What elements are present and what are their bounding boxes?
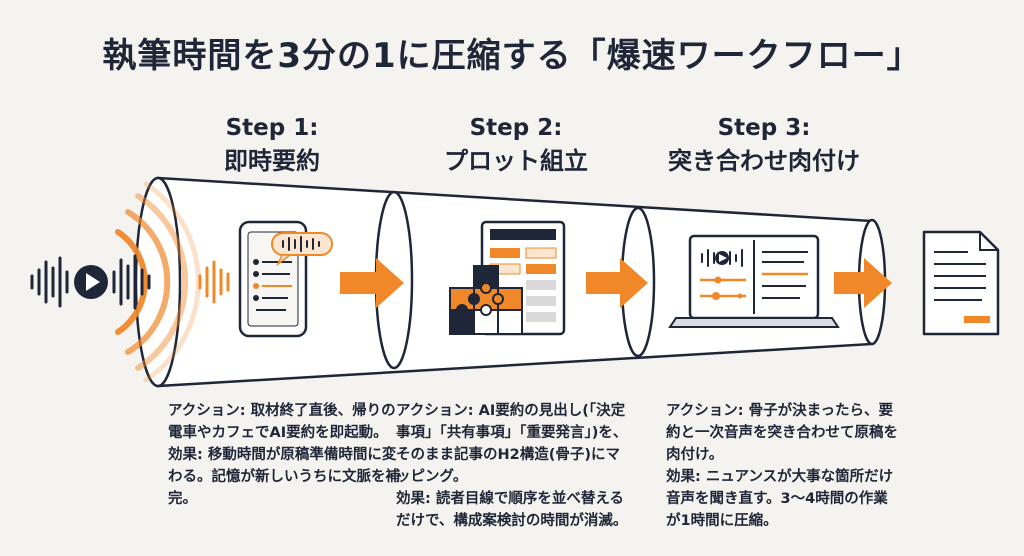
step-2-name: プロット組立	[444, 147, 588, 175]
step-2-heading: Step 2: プロット組立	[396, 112, 636, 178]
audio-waveform	[30, 254, 151, 310]
finished-document-icon	[922, 230, 1000, 336]
orange-waveform-icon	[198, 260, 230, 304]
workflow-funnel-diagram	[30, 176, 1000, 388]
step-3-effect: 効果: ニュアンスが大事な箇所だけ音声を聞き直す。3〜4時間の作業が1時間に圧縮…	[666, 469, 894, 529]
step-1-number: Step 1:	[225, 115, 319, 141]
step-1-name: 即時要約	[224, 147, 320, 175]
step-3-number: Step 3:	[717, 115, 811, 141]
step-3-description: アクション: 骨子が決まったら、要約と一次音声を突き合わせて原稿を肉付け。 効果…	[666, 400, 902, 532]
sound-wave-arcs	[115, 181, 201, 383]
play-icon	[74, 265, 108, 299]
page-title: 執筆時間を3分の1に圧縮する「爆速ワークフロー」	[102, 36, 922, 76]
step-2-description: アクション: AI要約の見出し(「決定事項」「共有事項」「重要発言」)を、そのま…	[396, 400, 632, 532]
laptop-editor-icon	[668, 234, 840, 328]
puzzle-pieces-icon	[449, 265, 523, 335]
arrow-right-icon	[834, 258, 892, 308]
step-1-effect: 効果: 移動時間が原稿準備時間に変わる。記憶が新しいうちに文脈を補完。	[168, 447, 400, 507]
step-3-name: 突き合わせ肉付け	[668, 147, 860, 175]
voice-bubble-icon	[271, 232, 333, 267]
step-3-action: アクション: 骨子が決まったら、要約と一次音声を突き合わせて原稿を肉付け。	[666, 403, 898, 463]
step-1-heading: Step 1: 即時要約	[152, 112, 392, 178]
arrow-right-icon	[586, 258, 648, 308]
step-2-effect: 効果: 読者目線で順序を並べ替えるだけで、構成案検討の時間が消滅。	[396, 491, 628, 529]
step-2-action: アクション: AI要約の見出し(「決定事項」「共有事項」「重要発言」)を、そのま…	[396, 403, 628, 485]
outline-document-icon	[480, 220, 566, 336]
step-2-number: Step 2:	[469, 115, 563, 141]
step-1-action: アクション: 取材終了直後、帰りの電車やカフェでAI要約を即起動。	[168, 403, 396, 441]
arrow-right-icon	[340, 258, 404, 308]
step-3-heading: Step 3: 突き合わせ肉付け	[644, 112, 884, 178]
step-1-description: アクション: 取材終了直後、帰りの電車やカフェでAI要約を即起動。 効果: 移動…	[168, 400, 404, 510]
